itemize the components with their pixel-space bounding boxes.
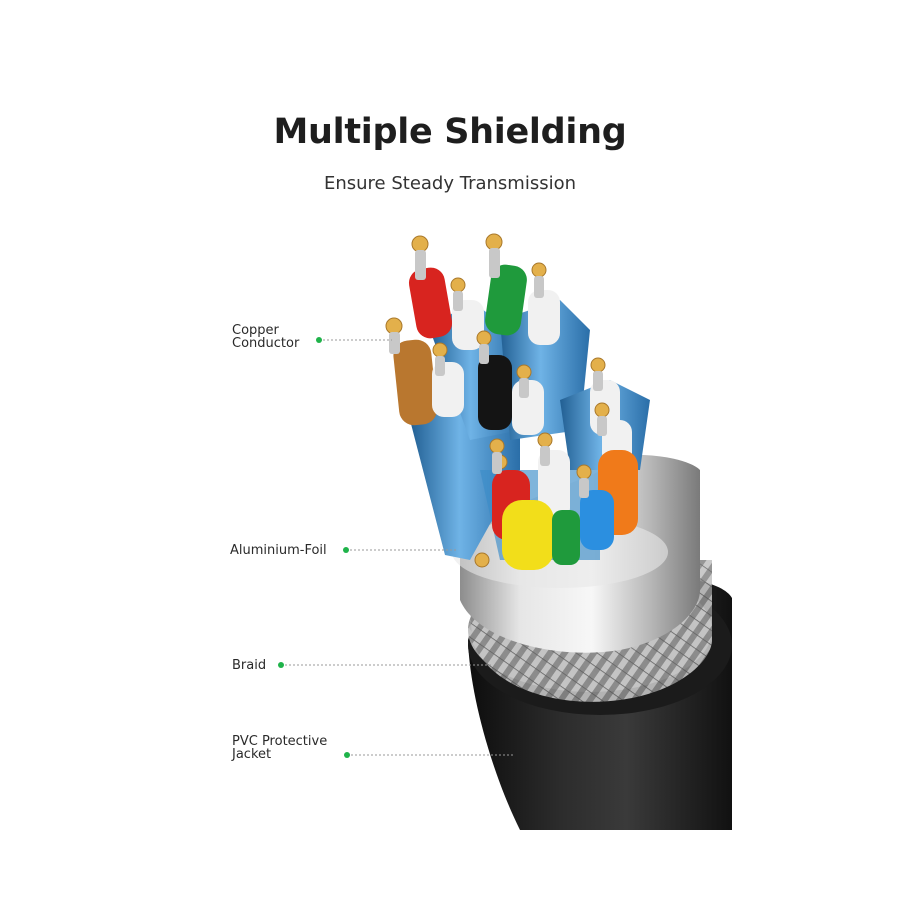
callout-aluminium-foil: Aluminium-Foil: [230, 544, 327, 557]
callout-pvc-jacket: PVC Protective Jacket: [232, 735, 327, 761]
callout-copper-conductor-line2: Conductor: [232, 336, 300, 351]
callout-copper-conductor-line1: Copper: [232, 323, 279, 338]
callout-aluminium-foil-line1: Aluminium-Foil: [230, 543, 327, 558]
bare-wire-strands: [389, 248, 607, 498]
page-subtitle: Ensure Steady Transmission: [323, 173, 577, 194]
callout-pvc-jacket-line2: Jacket: [232, 747, 272, 762]
callout-pvc-jacket-line1: PVC Protective: [232, 734, 328, 749]
callout-leaders: [278, 337, 515, 758]
callout-braid: Braid: [232, 659, 266, 672]
callout-braid-line1: Braid: [232, 658, 267, 673]
aluminium-foil-dot: [343, 547, 349, 553]
copper-conductor-dot: [316, 337, 322, 343]
page-title: Multiple Shielding: [273, 112, 627, 152]
braid-dot: [278, 662, 284, 668]
callout-copper-conductor: Copper Conductor: [232, 324, 299, 350]
pvc-jacket-dot: [344, 752, 350, 758]
